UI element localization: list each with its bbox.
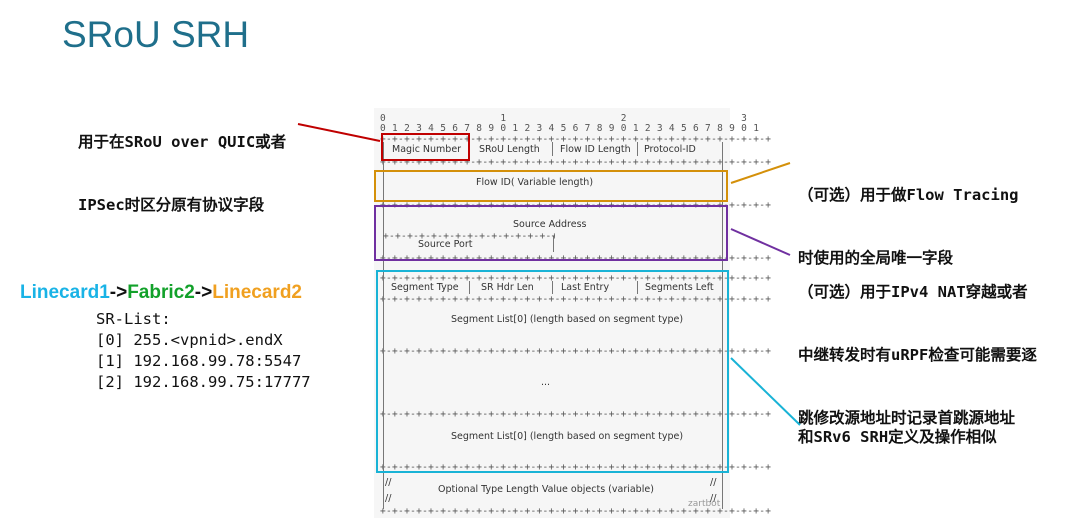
magic-connector-line bbox=[297, 123, 381, 142]
route-arrow-1: -> bbox=[109, 282, 128, 303]
field-flow-id: Flow ID( Variable length) bbox=[476, 177, 594, 188]
magic-annotation-line-1: 用于在SRoU over QUIC或者 bbox=[78, 133, 287, 151]
tlv-marker-right: // bbox=[710, 477, 717, 488]
field-magic-number: Magic Number bbox=[392, 144, 462, 155]
route-path: Linecard1->Fabric2->Linecard2 bbox=[20, 282, 302, 304]
magic-annotation-line-2: IPSec时区分原有协议字段 bbox=[78, 196, 265, 214]
nat-annotation-line-2: 中继转发时有uRPF检查可能需要逐 bbox=[798, 346, 1037, 364]
tlv-marker-left: // bbox=[385, 493, 392, 504]
magic-number-annotation: 用于在SRoU over QUIC或者 IPSec时区分原有协议字段 bbox=[78, 90, 286, 237]
field-protocol-id: Protocol-ID bbox=[644, 144, 696, 155]
field-flow-id-length: Flow ID Length bbox=[560, 144, 631, 155]
flow-connector-line bbox=[730, 162, 791, 184]
route-linecard1: Linecard1 bbox=[20, 282, 110, 303]
field-segment-list-last: Segment List[0] (length based on segment… bbox=[451, 431, 684, 442]
separator-line: +-+-+-+-+-+-+-+-+-+-+-+-+-+-+-+-+-+-+-+-… bbox=[380, 157, 772, 168]
tlv-marker-left: // bbox=[385, 477, 392, 488]
field-divider bbox=[637, 142, 638, 156]
segment-highlight-box bbox=[376, 270, 729, 473]
separator-line: +-+-+-+-+-+-+-+-+-+-+-+-+-+-+-+-+-+-+-+-… bbox=[380, 462, 772, 473]
separator-line: +-+-+-+-+-+-+-+-+-+-+-+-+-+-+-+-+-+-+-+-… bbox=[380, 253, 772, 264]
sr-list-entry-1: [1] 192.168.99.78:5547 bbox=[96, 352, 302, 370]
separator-line: +-+-+-+-+-+-+-+-+-+-+-+-+-+-+-+-+-+-+-+-… bbox=[380, 409, 772, 420]
separator-line: +-+-+-+-+-+-+-+-+-+-+-+-+-+-+-+-+-+-+-+-… bbox=[383, 231, 555, 242]
flow-annotation-line-2: 时使用的全局唯一字段 bbox=[798, 249, 954, 267]
srv6-annotation: 和SRv6 SRH定义及操作相似 bbox=[798, 428, 997, 446]
field-divider bbox=[552, 281, 553, 294]
sr-list-label: SR-List: bbox=[96, 310, 171, 328]
tlv-marker-right: // bbox=[710, 493, 717, 504]
sr-list-entry-2: [2] 192.168.99.75:17777 bbox=[96, 373, 311, 391]
segment-connector-line bbox=[730, 357, 801, 426]
field-srou-length: SRoU Length bbox=[479, 144, 540, 155]
bit-ruler-tens: 0 1 2 3 bbox=[380, 113, 748, 124]
packet-format-diagram bbox=[374, 108, 730, 518]
field-sr-hdr-len: SR Hdr Len bbox=[481, 282, 534, 293]
nat-traversal-annotation: （可选）用于IPv4 NAT穿越或者 中继转发时有uRPF检查可能需要逐 跳修改… bbox=[798, 240, 1037, 450]
sr-list-entry-0: [0] 255.<vpnid>.endX bbox=[96, 331, 283, 349]
watermark-text: zartbot bbox=[688, 499, 721, 509]
magic-number-highlight-box bbox=[381, 133, 470, 161]
route-fabric2: Fabric2 bbox=[127, 282, 195, 303]
field-last-entry: Last Entry bbox=[561, 282, 610, 293]
separator-line: +-+-+-+-+-+-+-+-+-+-+-+-+-+-+-+-+-+-+-+-… bbox=[380, 273, 772, 284]
field-segment-type: Segment Type bbox=[391, 282, 459, 293]
flow-tracing-annotation: （可选）用于做Flow Tracing 时使用的全局唯一字段 bbox=[798, 143, 1018, 290]
diagram-left-border bbox=[383, 142, 384, 509]
field-segment-list-ellipsis: ... bbox=[541, 377, 551, 388]
separator-line: +-+-+-+-+-+-+-+-+-+-+-+-+-+-+-+-+-+-+-+-… bbox=[380, 506, 772, 517]
field-divider bbox=[637, 281, 638, 294]
nat-annotation-line-1: （可选）用于IPv4 NAT穿越或者 bbox=[798, 283, 1028, 301]
field-segments-left: Segments Left bbox=[645, 282, 714, 293]
field-segment-list-first: Segment List[0] (length based on segment… bbox=[451, 314, 684, 325]
bit-ruler-ones: 0 1 2 3 4 5 6 7 8 9 0 1 2 3 4 5 6 7 8 9 … bbox=[380, 123, 760, 134]
separator-line: +-+-+-+-+-+-+-+-+-+-+-+-+-+-+-+-+-+-+-+-… bbox=[380, 134, 772, 145]
page-title: SRoU SRH bbox=[62, 14, 250, 55]
route-linecard2: Linecard2 bbox=[212, 282, 302, 303]
flow-id-highlight-box bbox=[374, 170, 728, 202]
source-highlight-box bbox=[374, 205, 728, 261]
source-connector-line bbox=[730, 228, 791, 256]
field-source-port: Source Port bbox=[418, 239, 473, 250]
field-divider bbox=[553, 236, 554, 252]
nat-annotation-line-3: 跳修改源地址时记录首跳源地址 bbox=[798, 409, 1016, 427]
separator-line: +-+-+-+-+-+-+-+-+-+-+-+-+-+-+-+-+-+-+-+-… bbox=[380, 346, 772, 357]
field-optional-tlv: Optional Type Length Value objects (vari… bbox=[438, 484, 654, 495]
separator-line: +-+-+-+-+-+-+-+-+-+-+-+-+-+-+-+-+-+-+-+-… bbox=[380, 294, 772, 305]
diagram-right-border bbox=[722, 142, 723, 509]
route-arrow-2: -> bbox=[194, 282, 213, 303]
field-divider bbox=[552, 142, 553, 156]
flow-annotation-line-1: （可选）用于做Flow Tracing bbox=[798, 186, 1019, 204]
field-divider bbox=[469, 281, 470, 294]
field-source-address: Source Address bbox=[513, 219, 587, 230]
